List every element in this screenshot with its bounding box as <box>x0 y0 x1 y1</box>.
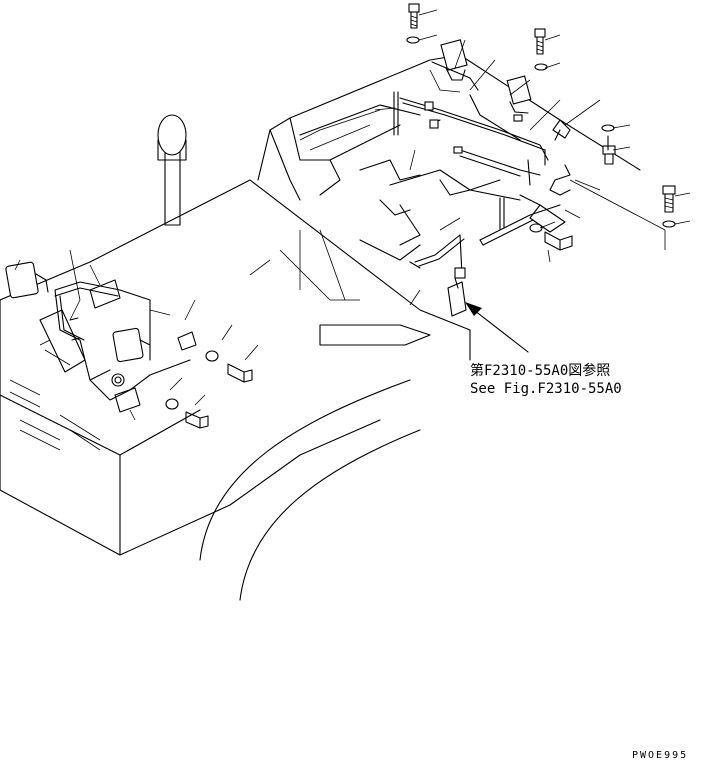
bracket-left-3 <box>114 387 141 413</box>
work-lamp-upper-left <box>431 39 479 91</box>
washer-right-1 <box>601 124 615 132</box>
washer-top-2 <box>534 63 548 71</box>
head-lamp-left <box>5 261 49 299</box>
bolt-left-1 <box>227 363 253 383</box>
machine-body <box>0 114 471 601</box>
leader-lines <box>14 9 691 421</box>
bolt-top-1 <box>408 3 420 29</box>
bracket-left-1 <box>89 279 121 309</box>
bolt-right-2 <box>662 185 676 213</box>
bolt-left-2 <box>185 411 209 429</box>
washer-middle <box>529 223 543 233</box>
washer-left-2 <box>165 398 179 410</box>
wiring-harness-right <box>479 164 571 246</box>
washer-right-2 <box>662 220 676 228</box>
bolt-middle <box>544 231 573 251</box>
washer-left-1 <box>205 350 219 362</box>
head-lamp-right <box>112 327 151 363</box>
washer-top-1 <box>406 36 420 44</box>
bolt-top-2 <box>534 28 546 55</box>
reference-note-jp: 第F2310-55A0図参照 <box>470 362 610 379</box>
wiring-harness-upper <box>393 91 549 196</box>
work-lamp-upper-right <box>506 75 532 114</box>
bracket-left-4 <box>177 331 197 351</box>
bracket-left-2 <box>39 309 86 373</box>
reference-note-en: See Fig.F2310-55A0 <box>470 381 622 397</box>
reference-arrow <box>465 302 529 353</box>
wiring-harness-left <box>54 281 191 401</box>
connector-lead <box>409 234 467 317</box>
bracket-right <box>552 119 571 141</box>
drawing-code: PWOE995 <box>632 750 688 761</box>
